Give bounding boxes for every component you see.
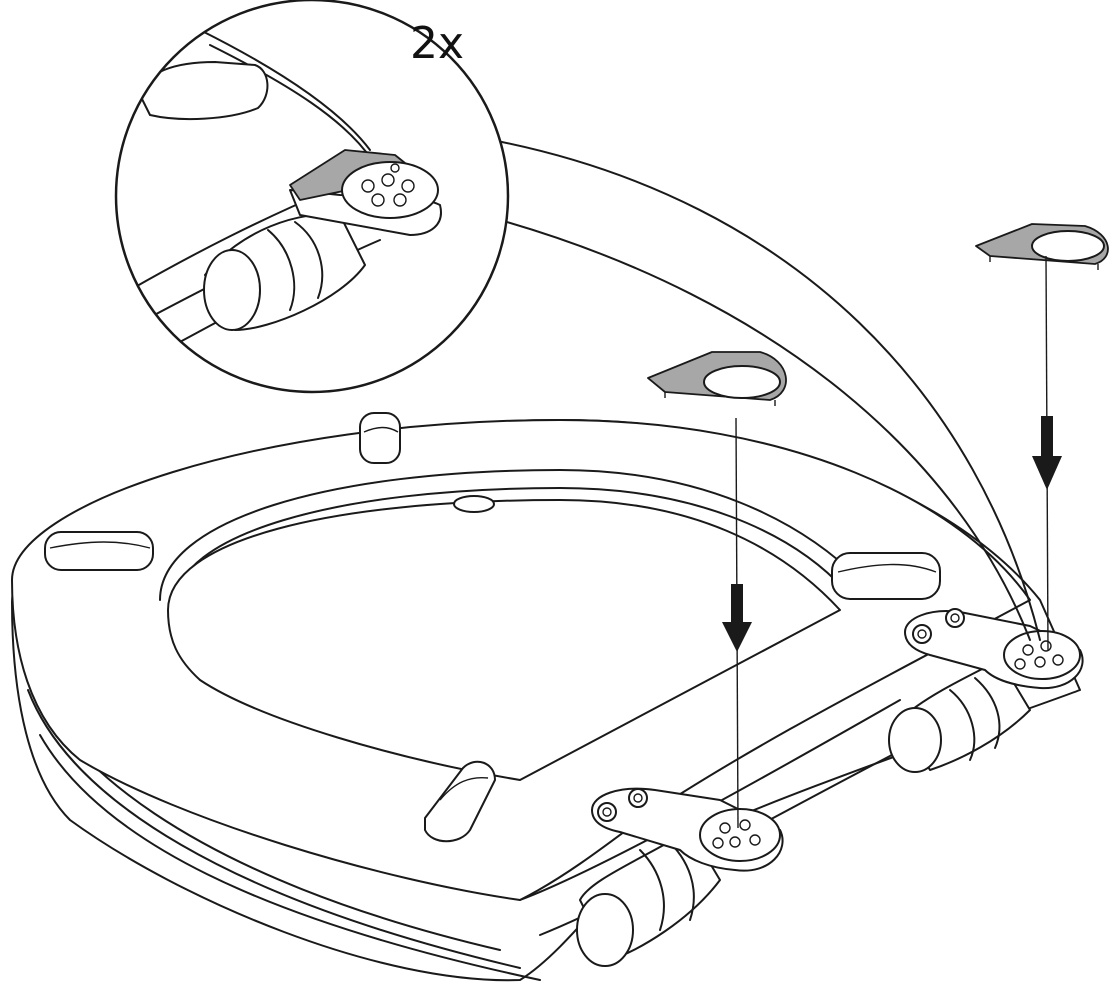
quantity-label: 2x	[410, 18, 465, 69]
hinge-plate-icon-front	[647, 351, 787, 406]
hinge-bracket-front	[591, 787, 784, 872]
rubber-bumper-bottom	[424, 760, 496, 843]
hinge-roller-front	[576, 829, 721, 967]
hinge-roller-rear	[888, 659, 1031, 773]
rubber-bumper-left	[44, 531, 154, 571]
down-arrow-icon-rear	[1032, 416, 1062, 490]
detail-callout-circle	[114, 0, 510, 394]
callout-leader	[491, 139, 1041, 641]
rubber-bumper-right	[831, 552, 941, 600]
rubber-bumper-top	[359, 412, 401, 464]
toilet-seat	[11, 419, 1081, 982]
down-arrow-icon-front	[722, 584, 752, 652]
hinge-plate-icon-rear	[975, 223, 1109, 270]
